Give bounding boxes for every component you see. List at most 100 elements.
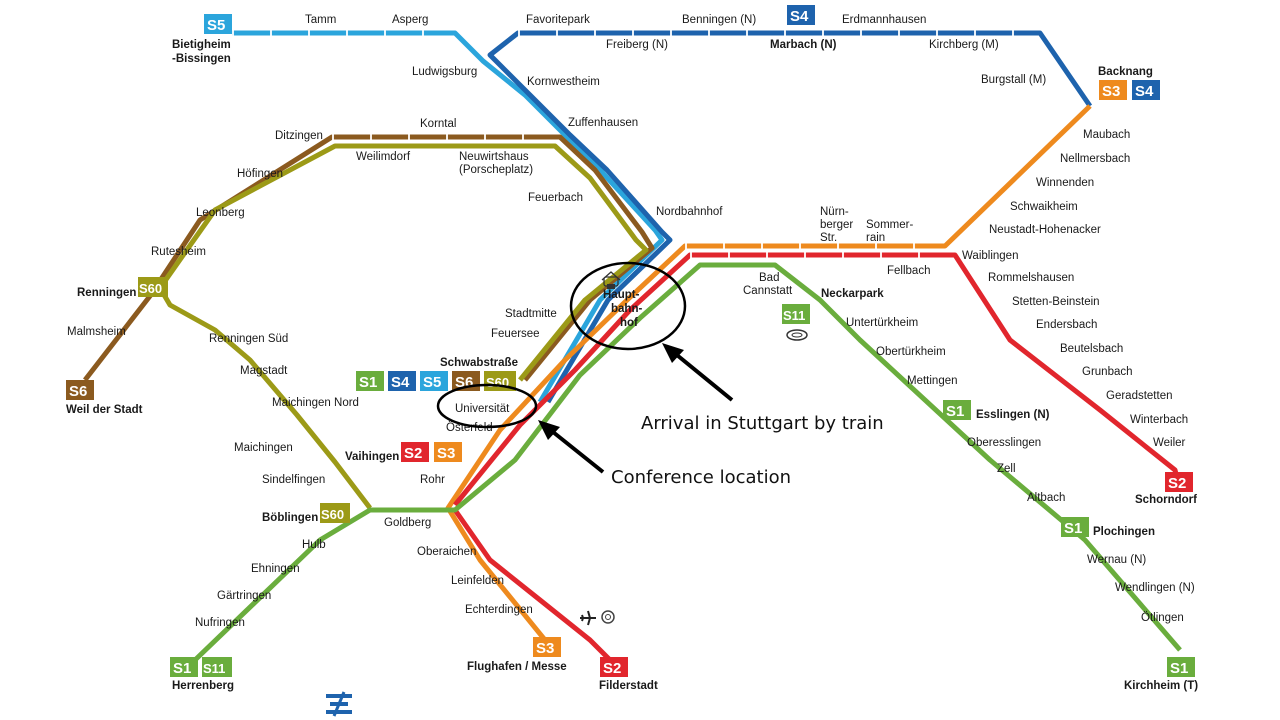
badge-s6-weil: S6 [66,380,94,400]
station-label: Freiberg (N) [606,39,668,51]
svg-text:S4: S4 [1135,83,1154,100]
badge-s1-schwab: S1 [356,371,384,391]
line-s60 [157,143,649,510]
station-label: Schwaikheim [1010,201,1078,213]
badge-s1-plochingen: S1 [1061,517,1089,537]
svg-text:S1: S1 [173,660,191,677]
svg-text:S3: S3 [536,640,554,657]
station-label: Bad [759,272,779,284]
fair-icon [601,610,615,624]
station-label: Malmsheim [67,326,126,338]
station-label: Weilimdorf [356,151,411,163]
station-label: Haupt- [603,289,640,301]
svg-text:S2: S2 [404,445,422,462]
universitaet-highlight-circle [436,383,538,429]
station-label: Schorndorf [1135,494,1197,506]
badge-s1-esslingen: S1 [943,400,971,420]
badge-s1-kirchheim: S1 [1167,657,1195,677]
station-label: Rutesheim [151,246,206,258]
badge-s4-backnang: S4 [1132,80,1160,100]
station-label: Weil der Stadt [66,404,143,416]
station-label: Beutelsbach [1060,343,1123,355]
station-label: Asperg [392,14,428,26]
arrival-annotation: Arrival in Stuttgart by train [641,413,884,434]
station-label: Echterdingen [465,604,533,616]
station-label: Goldberg [384,517,431,529]
svg-text:S11: S11 [783,308,805,323]
station-ticks [232,29,1040,259]
station-label: Ditzingen [275,130,323,142]
station-label: Winnenden [1036,177,1094,189]
station-label: Korntal [420,118,456,130]
station-label: Gärtringen [217,590,271,602]
station-label: Ehningen [251,563,300,575]
station-label: Oberesslingen [967,437,1041,449]
line-s6 [83,134,655,382]
station-label: Österfeld [446,422,493,434]
station-label: Favoritepark [526,14,590,26]
station-label: Kirchheim (T) [1124,680,1198,692]
station-label: Burgstall (M) [981,74,1046,86]
svg-text:S6: S6 [69,383,87,400]
station-labels: Tamm Asperg Bietigheim -Bissingen Ludwig… [66,14,1198,692]
badge-s60-boeblingen: S60 [320,503,350,523]
station-label: Benningen (N) [682,14,756,26]
svg-text:S60: S60 [321,507,344,522]
station-label: Backnang [1098,66,1153,78]
svg-text:S4: S4 [391,374,410,391]
station-label: Maubach [1083,129,1130,141]
station-label: Magstadt [240,365,288,377]
station-label: Rommelshausen [988,272,1074,284]
station-label: Filderstadt [599,680,658,692]
station-label: Hulb [302,539,326,551]
station-label: Tamm [305,14,336,26]
station-label: rain [866,232,885,244]
station-label: Wendlingen (N) [1115,582,1195,594]
svg-text:S11: S11 [203,661,225,676]
station-label: (Porscheplatz) [459,164,533,176]
train-station-icon [601,271,621,289]
station-label: bahn- [611,303,642,315]
station-label: Marbach (N) [770,39,837,51]
station-label: Erdmannhausen [842,14,926,26]
svg-text:S3: S3 [437,445,455,462]
station-label: Maichingen Nord [272,397,359,409]
line-s4 [487,30,1093,404]
line-s2-airport [452,508,612,662]
stadium-icon [786,329,808,341]
badge-s4-schwab: S4 [388,371,416,391]
svg-text:S1: S1 [946,403,964,420]
station-label: Universität [455,403,510,415]
badge-s3-backnang: S3 [1099,80,1127,100]
line-s2 [453,252,1183,507]
station-label: Böblingen [262,512,318,524]
badge-s3-vaihingen: S3 [434,442,462,462]
station-label: Höfingen [237,168,283,180]
station-label: Neckarpark [821,288,884,300]
station-label: Weiler [1153,437,1186,449]
station-label: -Bissingen [172,53,231,65]
station-label: Waiblingen [962,250,1018,262]
station-label: Cannstatt [743,285,793,297]
station-label: Winterbach [1130,414,1188,426]
station-label: Endersbach [1036,319,1097,331]
station-label: Bietigheim [172,39,231,51]
svg-text:S5: S5 [207,17,225,34]
station-label: Vaihingen [345,451,399,463]
station-label: Sindelfingen [262,474,325,486]
station-label: Str. [820,232,837,244]
svg-text:S1: S1 [1064,520,1082,537]
station-label: Neustadt-Hohenacker [989,224,1101,236]
station-label: Feuersee [491,328,540,340]
station-label: Maichingen [234,442,293,454]
station-label: Geradstetten [1106,390,1172,402]
station-label: Renningen Süd [209,333,288,345]
station-label: Mettingen [907,375,958,387]
station-label: Stetten-Beinstein [1012,296,1100,308]
badge-s11-herrenberg: S11 [202,657,232,677]
station-label: Leinfelden [451,575,504,587]
station-label: Untertürkheim [846,317,918,329]
station-label: Ludwigsburg [412,66,477,78]
station-label: Zuffenhausen [568,117,638,129]
station-label: Zell [997,463,1016,475]
